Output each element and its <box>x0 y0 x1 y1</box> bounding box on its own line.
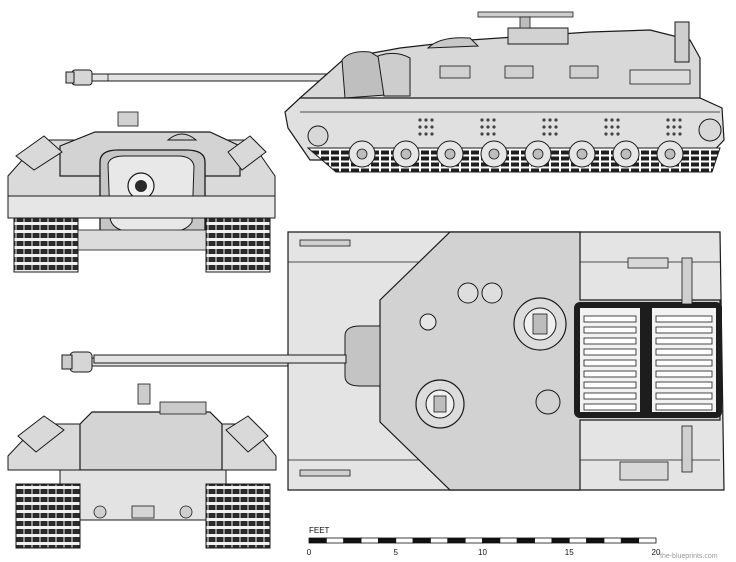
scale-tick-label: 10 <box>478 548 487 557</box>
drive-sprocket <box>698 118 722 142</box>
scale-segment <box>325 537 345 544</box>
top-engine-deck <box>574 302 722 418</box>
side-hull-rivets <box>418 118 682 136</box>
scale-segment <box>360 537 379 544</box>
scale-tick-label: 20 <box>652 548 661 557</box>
scale-segment <box>343 537 362 544</box>
side-gun-barrel <box>65 69 346 86</box>
rear-superstructure <box>79 411 223 471</box>
scale-tick-label: 15 <box>565 548 574 557</box>
side-cupola <box>426 11 574 49</box>
scale-segment <box>638 537 657 544</box>
scale-tick-label: 5 <box>394 548 399 557</box>
scale-segment <box>464 537 483 544</box>
scale-segment <box>308 537 327 544</box>
scale-segment <box>586 537 605 544</box>
rear-track-left <box>15 483 81 549</box>
watermark: the-blueprints.com <box>660 553 718 560</box>
front-view <box>7 111 276 273</box>
scale-segment <box>395 537 414 544</box>
scale-segment <box>499 537 518 544</box>
side-road-wheels <box>307 118 722 168</box>
top-loader-hatch <box>415 379 465 429</box>
scale-segment <box>568 537 588 544</box>
scale-segment <box>447 537 466 544</box>
scale-segment <box>551 537 570 544</box>
scale-segment <box>603 537 622 544</box>
scale-segment <box>620 537 640 544</box>
side-stowage <box>439 65 691 85</box>
scale-bar: FEET 0 5 10 15 20 <box>307 526 661 557</box>
front-track-right <box>205 217 271 273</box>
rear-track-right <box>205 483 271 549</box>
scale-segment <box>534 537 553 544</box>
idler-wheel <box>307 125 329 147</box>
scale-bar-unit: FEET <box>309 526 330 535</box>
scale-tick-label: 0 <box>307 548 312 557</box>
scale-segment <box>516 537 535 544</box>
top-commander-cupola <box>513 297 567 351</box>
scale-segment <box>412 537 431 544</box>
scale-segment <box>482 537 501 544</box>
top-view <box>93 231 725 491</box>
scale-segment <box>430 537 449 544</box>
rear-view <box>7 351 346 549</box>
top-gun-barrel <box>93 354 347 364</box>
front-track-left <box>13 217 79 273</box>
side-hull <box>284 97 725 161</box>
side-view <box>65 11 725 173</box>
scale-segment <box>377 537 397 544</box>
